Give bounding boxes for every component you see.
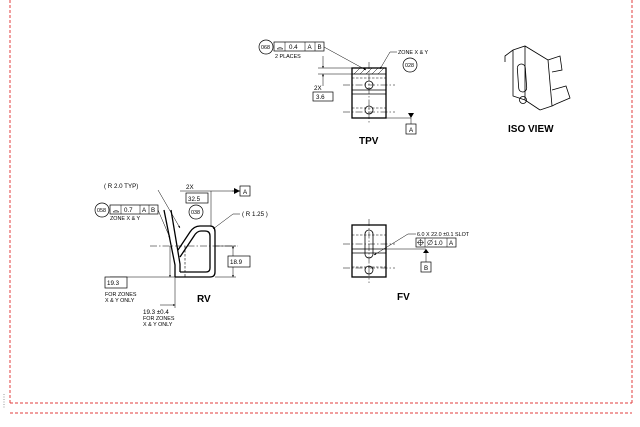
tpv-zone-note: ZONE X & Y — [398, 50, 429, 56]
profile-surface-icon — [276, 47, 284, 50]
rv-balloon-center: 038 — [191, 210, 200, 216]
rv-view: ( R 2.0 TYP) 2X 32.5 A 058 0.7 A B ZONE … — [94, 183, 268, 328]
rv-dim-left-box — [104, 276, 128, 289]
fv-feature-control-frame: 1.0 A — [415, 237, 457, 248]
rv-dim-right: 18.9 — [230, 259, 243, 266]
rv-balloon-058 — [94, 202, 110, 218]
rv-zone-note: ZONE X & Y — [110, 216, 141, 222]
tpv-balloon-028 — [402, 57, 418, 73]
iso-view: ISO VIEW — [504, 45, 571, 135]
fv-slot — [364, 229, 374, 259]
rv-bottom-note-2: X & Y ONLY — [143, 322, 173, 328]
tpv-places-note: 2 PLACES — [275, 54, 301, 60]
fv-slot-note: 6.0 X 22.0 ±0.1 SLOT — [417, 232, 470, 238]
rv-dim-right-box — [227, 255, 251, 268]
rv-balloon-038 — [188, 204, 204, 220]
tpv-fcf-datum-1: A — [308, 44, 313, 51]
rv-dim-qty: 2X — [186, 184, 194, 191]
sheet-border — [3, 0, 633, 414]
tpv-datum-box — [405, 123, 417, 135]
rv-view-label: RV — [197, 294, 211, 305]
tpv-balloon-ref: 068 — [261, 45, 270, 51]
rv-feature-control-frame: 0.7 A B — [109, 204, 159, 215]
tpv-fcf-datum-2: B — [318, 44, 322, 51]
fv-fcf-datum: A — [449, 240, 454, 247]
tpv-datum: A — [409, 127, 414, 134]
profile-surface-icon — [112, 210, 120, 213]
fv-datum: B — [424, 265, 428, 272]
fv-fcf-tolerance: 1.0 — [434, 240, 443, 247]
tpv-balloon-068 — [258, 39, 274, 55]
diameter-icon — [427, 239, 433, 246]
rv-datum-box — [239, 185, 251, 197]
tpv-balloon-zone: 028 — [405, 63, 414, 69]
iso-view-label: ISO VIEW — [508, 124, 554, 135]
fv-datum-box — [420, 261, 432, 273]
position-icon — [417, 239, 424, 246]
rv-dim-bottom: 19.3 ±0.4 — [143, 309, 169, 316]
fv-view: 6.0 X 22.0 ±0.1 SLOT 1.0 A B FV — [343, 219, 470, 303]
rv-bottom-note-1: FOR ZONES — [143, 316, 175, 322]
rv-balloon-left: 058 — [97, 208, 106, 214]
tpv-dim-qty: 2X — [314, 85, 322, 92]
fv-view-label: FV — [397, 292, 410, 303]
rv-radius-typ: ( R 2.0 TYP) — [104, 183, 138, 190]
rv-datum: A — [243, 189, 248, 196]
tpv-dim-box — [312, 91, 334, 102]
tpv-view-label: TPV — [359, 136, 379, 147]
rv-fcf-datum-1: A — [142, 207, 147, 214]
tpv-fcf-tolerance: 0.4 — [289, 44, 298, 51]
rv-dim-width: 32.5 — [188, 196, 201, 203]
rv-radius-right: ( R 1.25 ) — [242, 211, 268, 218]
tpv-dim-value: 3.6 — [316, 94, 325, 101]
rv-fcf-tolerance: 0.7 — [124, 207, 133, 214]
rv-left-note-2: X & Y ONLY — [105, 298, 135, 304]
rv-dim-left: 19.3 — [107, 280, 120, 287]
tpv-feature-control-frame: 0.4 A B — [273, 41, 325, 52]
rv-dim-width-box — [185, 192, 209, 204]
rv-left-note-1: FOR ZONES — [105, 292, 137, 298]
rv-fcf-datum-2: B — [151, 207, 155, 214]
tpv-view: 2X 3.6 068 0.4 A B 2 PLACES ZONE X & Y 0… — [258, 39, 429, 147]
